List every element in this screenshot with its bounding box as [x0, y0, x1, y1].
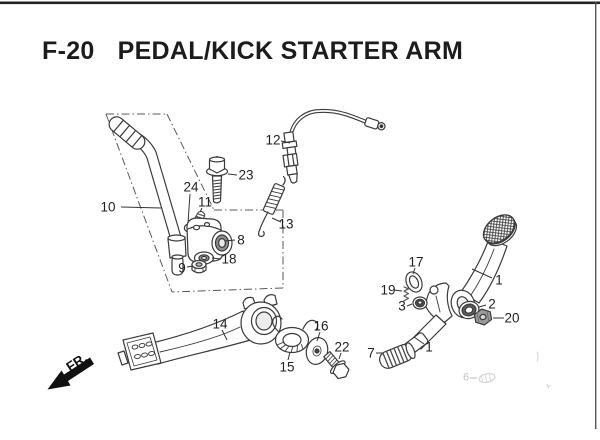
faint-scan-marks	[536, 351, 551, 389]
pedal-rubber-drawing	[379, 342, 416, 369]
callout-label-11: 11	[197, 194, 213, 210]
callout-label-24: 24	[183, 179, 199, 195]
callout-leader-15	[287, 351, 291, 361]
callout-label-22: 22	[334, 339, 350, 355]
callout-label-1: 1	[495, 272, 503, 288]
callout-leader-13	[271, 217, 282, 223]
spring-tiny-drawing	[403, 286, 410, 302]
fr-arrow-label: FR.	[63, 350, 89, 374]
callout-leader-1	[471, 268, 493, 279]
callout-leader-17	[412, 267, 416, 275]
brake-pedal-drawing	[117, 294, 282, 371]
callout-leader-10	[120, 206, 162, 209]
callout-label-8: 8	[237, 232, 245, 248]
callout-label-7: 7	[367, 345, 375, 361]
spring-long-drawing	[257, 175, 286, 238]
callout-label-9: 9	[178, 260, 186, 276]
callout-label-2: 2	[488, 296, 496, 312]
callout-label-20: 20	[504, 310, 520, 326]
callout-leader-11	[199, 207, 203, 213]
fr-direction-arrow: FR.	[47, 350, 94, 390]
callout-label-16: 16	[313, 318, 329, 334]
collar-ring-drawing	[405, 271, 423, 293]
callout-leader-23	[227, 173, 238, 176]
nut-hex-drawing	[473, 308, 493, 326]
bolt-small-drawing	[323, 350, 350, 380]
oil-seal-drawing	[458, 300, 480, 320]
callout-label-17: 17	[408, 254, 424, 270]
callout-leader-14	[221, 329, 228, 341]
callout-label-12: 12	[265, 132, 281, 148]
grommet-drawing	[412, 296, 428, 310]
callout-leader-12	[280, 140, 291, 144]
fr-arrow-icon	[47, 357, 94, 390]
callout-leader-19	[393, 289, 403, 292]
nut-small-drawing	[191, 259, 207, 274]
callout-label-13: 13	[278, 216, 294, 232]
callout-leader-1	[413, 336, 425, 345]
callout-label-23: 23	[238, 167, 254, 183]
figure-title: PEDAL/KICK STARTER ARM	[117, 37, 464, 65]
callout-leader-8	[224, 239, 236, 242]
callout-label-3: 3	[398, 298, 406, 314]
flange-bolt-drawing	[205, 155, 229, 204]
callout-leader-lines	[120, 140, 504, 379]
callout-leader-24	[187, 193, 191, 224]
callout-leader-9	[186, 265, 194, 268]
figure-code: F-20	[42, 37, 95, 65]
callout-leader-3	[406, 303, 413, 307]
page-title: F-20 PEDAL/KICK STARTER ARM	[42, 37, 463, 66]
callout-leader-18	[211, 257, 222, 260]
washer-disc-drawing	[305, 337, 329, 365]
gear-change-pedal-drawing	[401, 214, 518, 357]
cable-drawing	[281, 108, 386, 184]
callout-label-1: 1	[425, 339, 433, 355]
callout-label-14: 14	[212, 316, 228, 332]
kick-starter-arm-drawing	[108, 116, 187, 276]
callout-label-6: 6	[462, 371, 470, 384]
callout-leader-22	[338, 352, 342, 360]
assembly-boundary-dashed	[105, 113, 284, 293]
callout-label-19: 19	[380, 282, 396, 298]
callout-label-18: 18	[221, 251, 237, 267]
callout-leader-2	[478, 304, 487, 308]
faint-part-drawing	[478, 372, 496, 384]
kick-starter-joint-drawing	[186, 217, 233, 263]
brake-spring-drawing	[272, 315, 319, 354]
callout-label-10: 10	[100, 199, 116, 215]
callout-label-15: 15	[279, 359, 295, 375]
page-top-border	[0, 1, 600, 5]
callout-leader-16	[316, 331, 321, 342]
page-right-border	[595, 2, 597, 429]
